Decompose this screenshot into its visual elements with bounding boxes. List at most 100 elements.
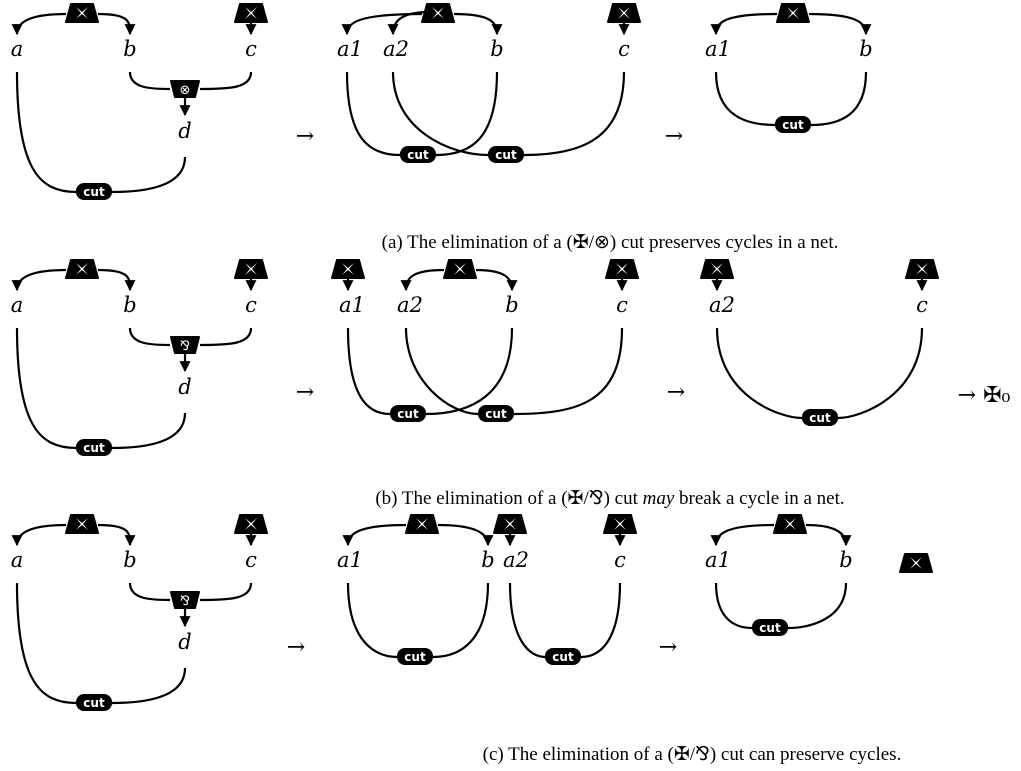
cross-cell-icon (493, 514, 527, 534)
svg-text:cut: cut (404, 650, 426, 664)
cross-cell-icon (899, 553, 933, 573)
wire-cross-to-b (97, 268, 136, 292)
label-a1: a1 (705, 37, 731, 61)
cross-cell-icon (700, 259, 734, 279)
cross-cell-icon (331, 259, 365, 279)
label-b: b (123, 293, 136, 317)
label-b: b (123, 548, 136, 572)
cut-cell: cut (478, 405, 514, 422)
wire-cross-to-b (475, 268, 518, 292)
wire-a1-to-cut1 (345, 71, 401, 157)
wire-a1-to-cut (714, 582, 753, 630)
tensor-cell-icon: ⊗ (170, 80, 200, 98)
label-c: c (616, 293, 628, 317)
wire-a-to-cut (15, 582, 77, 705)
cut-cell: cut (488, 146, 524, 163)
label-b: b (490, 37, 503, 61)
cross-cell-icon (405, 514, 439, 534)
svg-text:cut: cut (397, 407, 419, 421)
svg-text:cut: cut (759, 621, 781, 635)
cross-cell-icon (234, 259, 268, 279)
svg-text:cut: cut (83, 696, 105, 710)
label-a1: a1 (339, 293, 365, 317)
label-a: a (11, 293, 24, 317)
wire-b-to-cut (432, 582, 490, 659)
label-a2: a2 (397, 293, 423, 317)
wire-a2-to-cut2 (391, 71, 489, 157)
reduction-arrow: → (287, 635, 305, 660)
svg-text:⅋: ⅋ (180, 594, 190, 609)
wire-c-to-cut (580, 582, 622, 659)
wire-b-to-op (128, 71, 171, 91)
label-a2: a2 (709, 293, 735, 317)
wire-d-to-cut (111, 667, 187, 705)
cross-cell-icon (605, 259, 639, 279)
cross-cell-icon (65, 3, 99, 23)
wire-a-to-cut (15, 327, 77, 450)
caption-a: (a) The elimination of a (✠/⊗) cut prese… (382, 232, 839, 253)
cross-cell-icon (905, 259, 939, 279)
label-a1: a1 (705, 548, 731, 572)
wire-b-to-cut (787, 582, 848, 630)
wire-a2-to-cut2 (404, 327, 479, 416)
wire-c-to-op (199, 582, 253, 602)
label-b: b (505, 293, 518, 317)
wire-a2-to-cut (508, 582, 546, 659)
svg-text:cut: cut (83, 441, 105, 455)
wire-cross-to-a1 (341, 12, 423, 36)
wire-b-to-cut1 (425, 327, 514, 416)
wire-cross-to-b (97, 12, 136, 36)
cross-cell-icon (773, 514, 807, 534)
label-c: c (614, 548, 626, 572)
cross-cell-icon (421, 3, 455, 23)
caption-b: (b) The elimination of a (✠/⅋) cut may b… (375, 488, 844, 509)
wire-cross-to-b (97, 523, 136, 547)
cross-cell-icon (443, 259, 477, 279)
svg-text:cut: cut (495, 148, 517, 162)
svg-text:⊗: ⊗ (180, 83, 191, 98)
wire-b-to-cut (810, 71, 868, 127)
cut-cell: cut (76, 439, 112, 456)
label-c: c (618, 37, 630, 61)
label-a2: a2 (503, 548, 529, 572)
wire-cross-to-a1 (710, 523, 775, 547)
svg-text:cut: cut (809, 411, 831, 425)
cut-cell: cut (390, 405, 426, 422)
label-b: b (859, 37, 872, 61)
svg-text:⅋: ⅋ (180, 339, 190, 354)
wire-b-to-op (128, 582, 171, 602)
wire-c-to-cut2 (523, 71, 626, 157)
reduction-arrow: → (296, 124, 314, 149)
wire-a1-to-cut1 (346, 327, 391, 416)
cross-cell-icon (234, 3, 268, 23)
wire-b-to-cut1 (435, 71, 499, 157)
reduction-arrow: → (659, 635, 677, 660)
wire-cross-to-a1 (710, 12, 778, 36)
svg-text:cut: cut (782, 118, 804, 132)
svg-text:cut: cut (407, 148, 429, 162)
par-cell-icon: ⅋ (170, 336, 200, 354)
wire-d-to-cut (111, 156, 187, 194)
label-a: a (11, 37, 24, 61)
result-cross-zero: → ✠₀ (958, 383, 1011, 408)
cut-cell: cut (400, 146, 436, 163)
label-d: d (178, 119, 191, 143)
cross-cell-icon (65, 514, 99, 534)
wire-cross-to-a (11, 523, 67, 547)
cut-cell: cut (802, 409, 838, 426)
cross-cell-icon (776, 3, 810, 23)
wire-c-to-op (199, 71, 253, 91)
cross-cell-icon (65, 259, 99, 279)
cut-cell: cut (752, 619, 788, 636)
label-c: c (245, 293, 257, 317)
wire-cross-to-a2 (400, 268, 445, 292)
cut-cell: cut (545, 648, 581, 665)
cut-cell: cut (397, 648, 433, 665)
wire-c-to-op (199, 327, 253, 347)
label-a2: a2 (383, 37, 409, 61)
reduction-arrow: → (665, 124, 683, 149)
label-b: b (123, 37, 136, 61)
label-d: d (178, 630, 191, 654)
label-a1: a1 (337, 548, 363, 572)
